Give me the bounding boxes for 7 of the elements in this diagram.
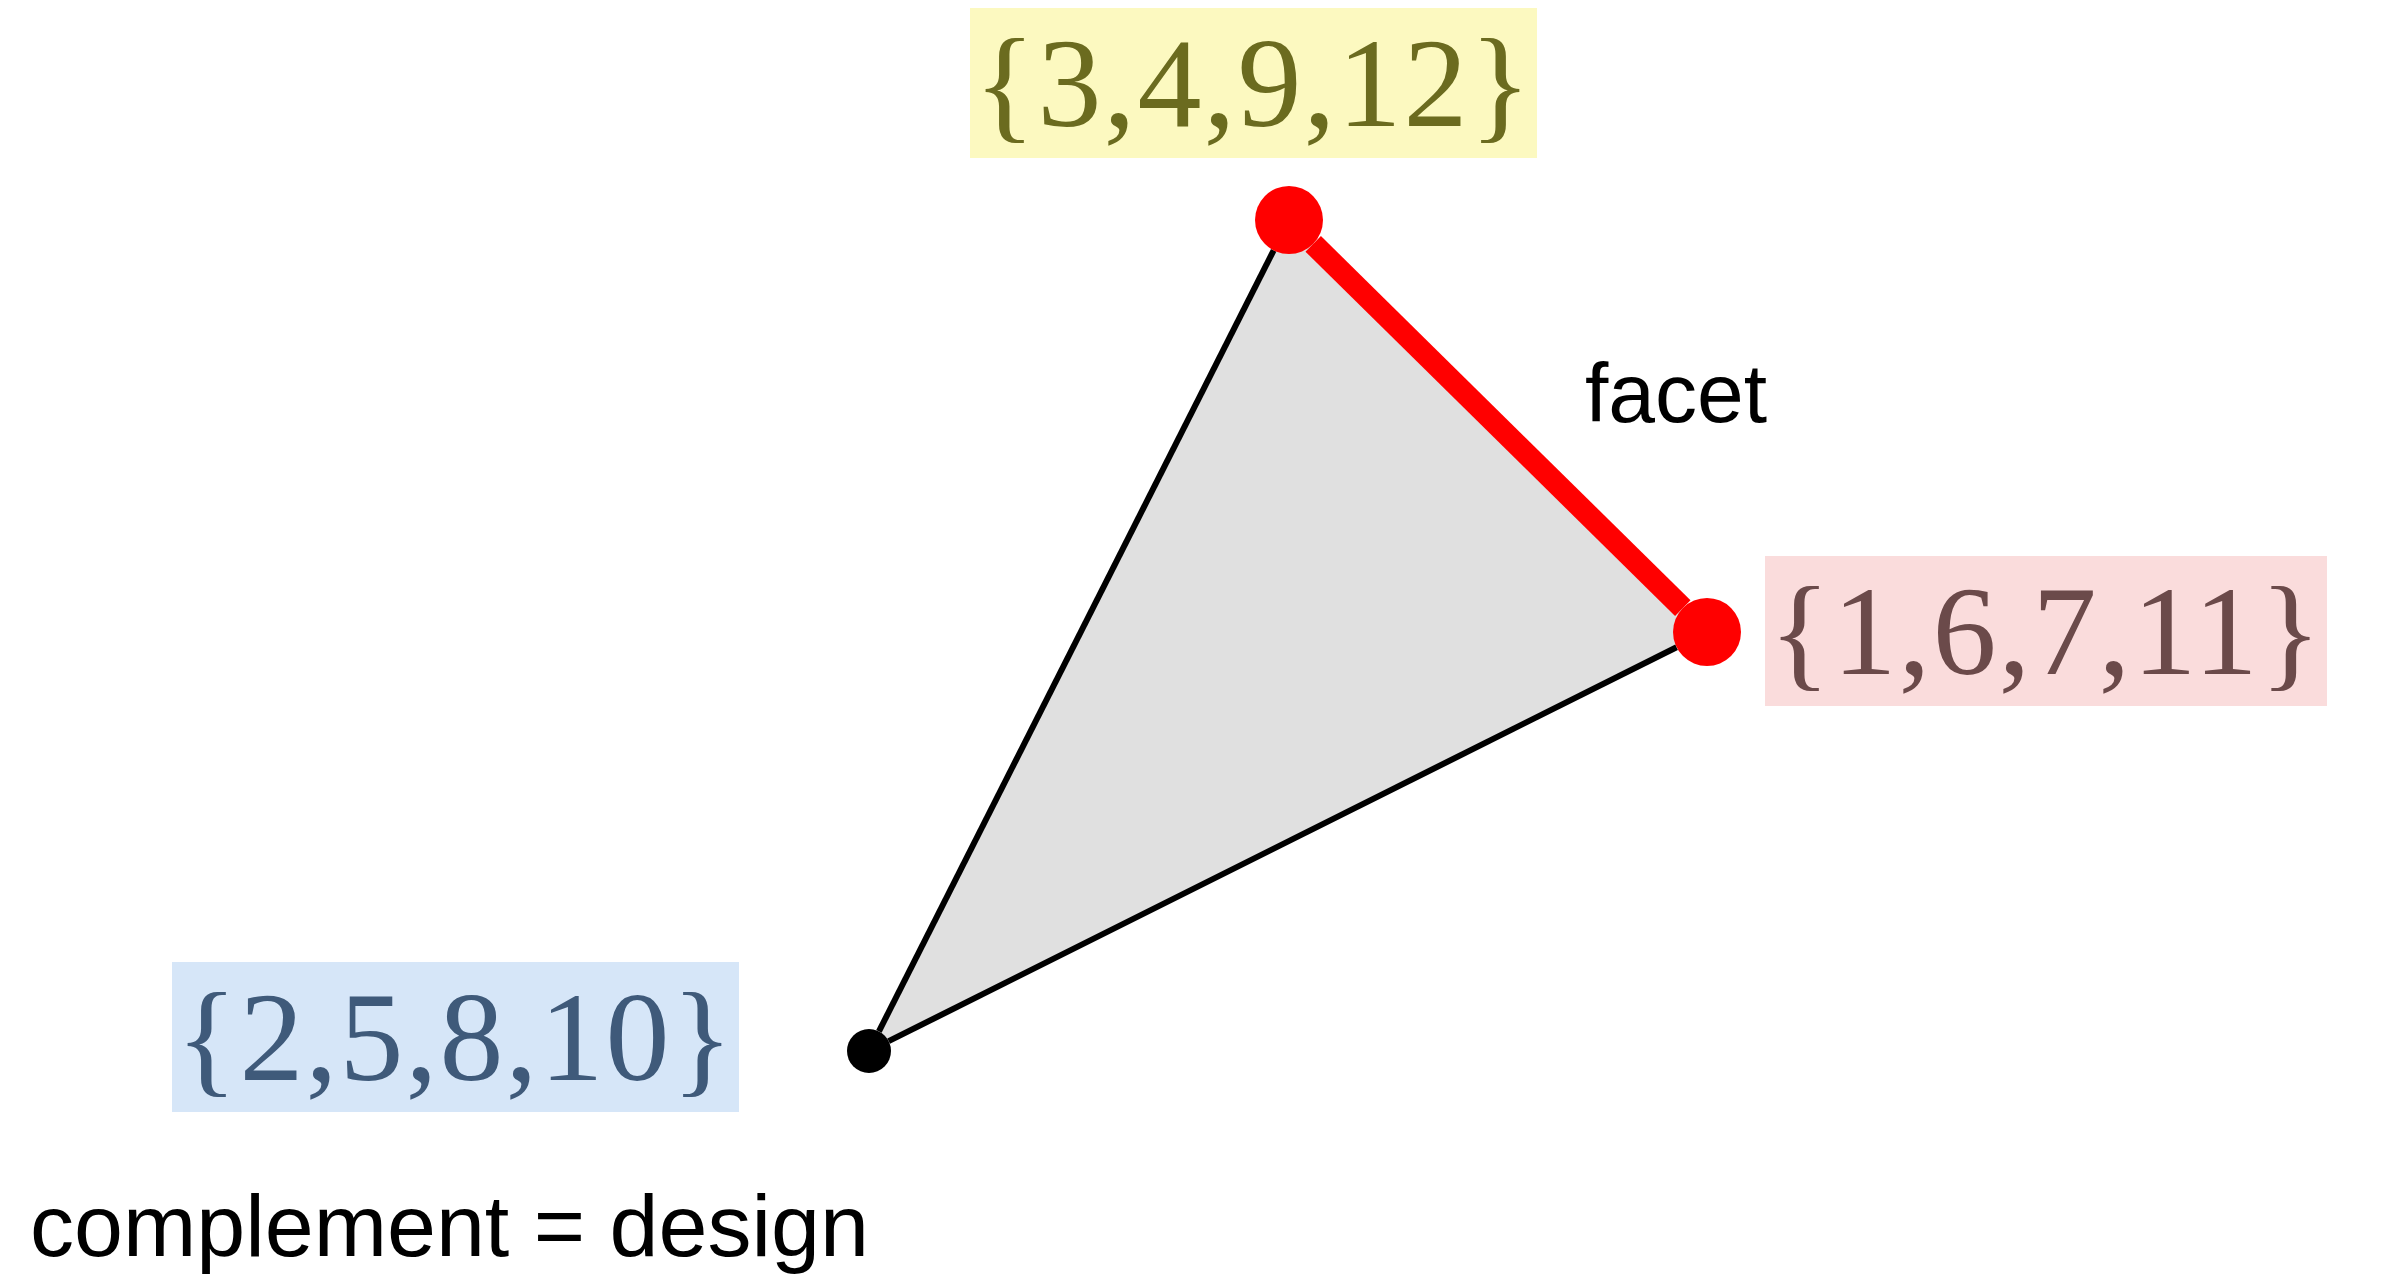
triangle-edge (876, 249, 1277, 1033)
vertex-set-label: {1,6,7,11} (1765, 556, 2328, 706)
annotation-text: complement = design (30, 1175, 869, 1277)
triangle-edge (887, 644, 1678, 1044)
triangle-edge (1305, 236, 1691, 616)
vertex-set-label: {2,5,8,10} (172, 962, 739, 1112)
vertex-set-label: {3,4,9,12} (970, 8, 1537, 158)
